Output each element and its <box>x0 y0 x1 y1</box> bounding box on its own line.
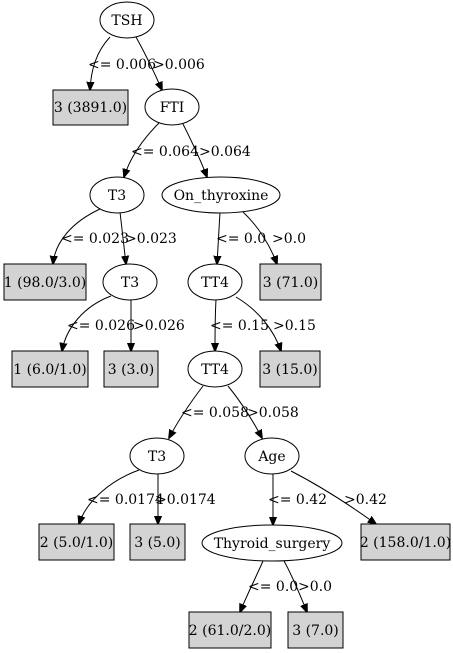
leaf-t3c-gt: 3 (5.0) <box>129 523 186 561</box>
edge-onthy-gt: >0.0 <box>242 211 306 264</box>
node-label: Age <box>257 449 285 465</box>
edge-label: <= 0.006 <box>88 57 156 73</box>
leaf-t3b-le: 1 (6.0/1.0) <box>11 350 89 388</box>
edge-label: >0.15 <box>273 318 316 334</box>
edge-fti-le: <= 0.064 <box>124 122 199 177</box>
node-label: T3 <box>108 188 126 204</box>
node-label: On_thyroxine <box>174 188 269 204</box>
leaf-label: 2 (61.0/2.0) <box>189 623 271 639</box>
edge-t3a-gt: >0.023 <box>119 211 177 264</box>
edge-age-le: <= 0.42 <box>268 474 327 525</box>
node-label: Thyroid_surgery <box>214 536 331 552</box>
node-t3-a: T3 <box>89 176 145 214</box>
node-fti: FTI <box>144 88 200 126</box>
edge-tt4a-le: <= 0.15 <box>210 299 269 351</box>
node-label: T3 <box>148 449 166 465</box>
leaf-label: 3 (7.0) <box>292 623 339 639</box>
node-label: TT4 <box>201 362 229 378</box>
edge-label: >0.023 <box>125 231 177 247</box>
node-label: TT4 <box>201 275 229 291</box>
leaf-label: 2 (158.0/1.0) <box>360 535 451 551</box>
leaf-ts-gt: 3 (7.0) <box>287 611 344 649</box>
node-t3-c: T3 <box>129 437 185 475</box>
edge-label: <= 0.026 <box>67 318 135 334</box>
node-tt4-b: TT4 <box>187 350 243 388</box>
node-label: FTI <box>160 100 185 116</box>
node-age: Age <box>244 437 300 475</box>
leaf-label: 3 (15.0) <box>262 362 317 378</box>
edge-label: >0.0 <box>272 231 306 247</box>
edge-t3b-le: <= 0.026 <box>62 295 135 351</box>
edge-label: <= 0.42 <box>268 492 327 508</box>
edge-label: <= 0.0174 <box>87 492 164 508</box>
node-on-thyroxine: On_thyroxine <box>161 176 281 214</box>
edge-label: <= 0.15 <box>210 318 269 334</box>
edge-label: <= 0.0 <box>248 579 298 595</box>
leaf-label: 3 (3891.0) <box>54 100 127 116</box>
edge-t3c-gt: >0.0174 <box>155 473 216 524</box>
node-tsh: TSH <box>99 1 155 39</box>
leaf-tsh-le: 3 (3891.0) <box>52 89 129 126</box>
node-thyroid-surgery: Thyroid_surgery <box>201 524 343 562</box>
node-label: TSH <box>111 13 142 29</box>
edge-label: <= 0.064 <box>131 144 199 160</box>
leaf-ts-le: 2 (61.0/2.0) <box>188 611 272 649</box>
leaf-t3b-gt: 3 (3.0) <box>103 350 159 388</box>
edge-label: >0.0 <box>298 579 332 595</box>
edge-onthy-le: <= 0.0 <box>216 211 266 264</box>
leaf-label: 3 (71.0) <box>263 275 318 291</box>
leaf-t3c-le: 2 (5.0/1.0) <box>38 523 115 561</box>
edge-label: >0.058 <box>247 405 299 421</box>
leaf-label: 2 (5.0/1.0) <box>40 535 114 551</box>
leaf-label: 1 (6.0/1.0) <box>13 362 87 378</box>
edge-label: >0.42 <box>344 492 387 508</box>
leaf-label: 3 (5.0) <box>134 535 181 551</box>
edge-fti-gt: >0.064 <box>182 123 251 177</box>
edge-t3a-le: <= 0.023 <box>53 208 129 264</box>
edge-tsh-le: <= 0.006 <box>88 36 156 90</box>
node-t3-b: T3 <box>102 263 158 301</box>
leaf-age-gt: 2 (158.0/1.0) <box>360 523 451 561</box>
leaf-label: 1 (98.0/3.0) <box>4 275 86 291</box>
edge-label: >0.006 <box>153 57 205 73</box>
edge-ts-gt: >0.0 <box>283 560 332 612</box>
leaf-label: 3 (3.0) <box>108 362 155 378</box>
edge-age-gt: >0.42 <box>290 470 387 524</box>
edge-t3c-le: <= 0.0174 <box>79 469 164 524</box>
edge-tt4b-le: <= 0.058 <box>169 385 249 438</box>
edge-tt4a-gt: >0.15 <box>235 296 316 351</box>
edge-label: >0.064 <box>199 144 251 160</box>
edge-ts-le: <= 0.0 <box>240 560 298 612</box>
edge-tsh-gt: >0.006 <box>135 36 205 90</box>
node-label: T3 <box>121 275 139 291</box>
leaf-onthy-gt: 3 (71.0) <box>259 263 322 301</box>
node-tt4-a: TT4 <box>187 263 243 301</box>
leaf-t3a-le: 1 (98.0/3.0) <box>3 263 87 301</box>
edge-label: >0.0174 <box>155 492 216 508</box>
edge-label: <= 0.058 <box>181 405 249 421</box>
leaf-tt4a-gt: 3 (15.0) <box>259 350 321 388</box>
edge-tt4b-gt: >0.058 <box>227 385 299 438</box>
edge-label: <= 0.023 <box>61 231 129 247</box>
edge-label: >0.026 <box>133 318 185 334</box>
edge-label: <= 0.0 <box>216 231 266 247</box>
edge-t3b-gt: >0.026 <box>131 300 185 351</box>
